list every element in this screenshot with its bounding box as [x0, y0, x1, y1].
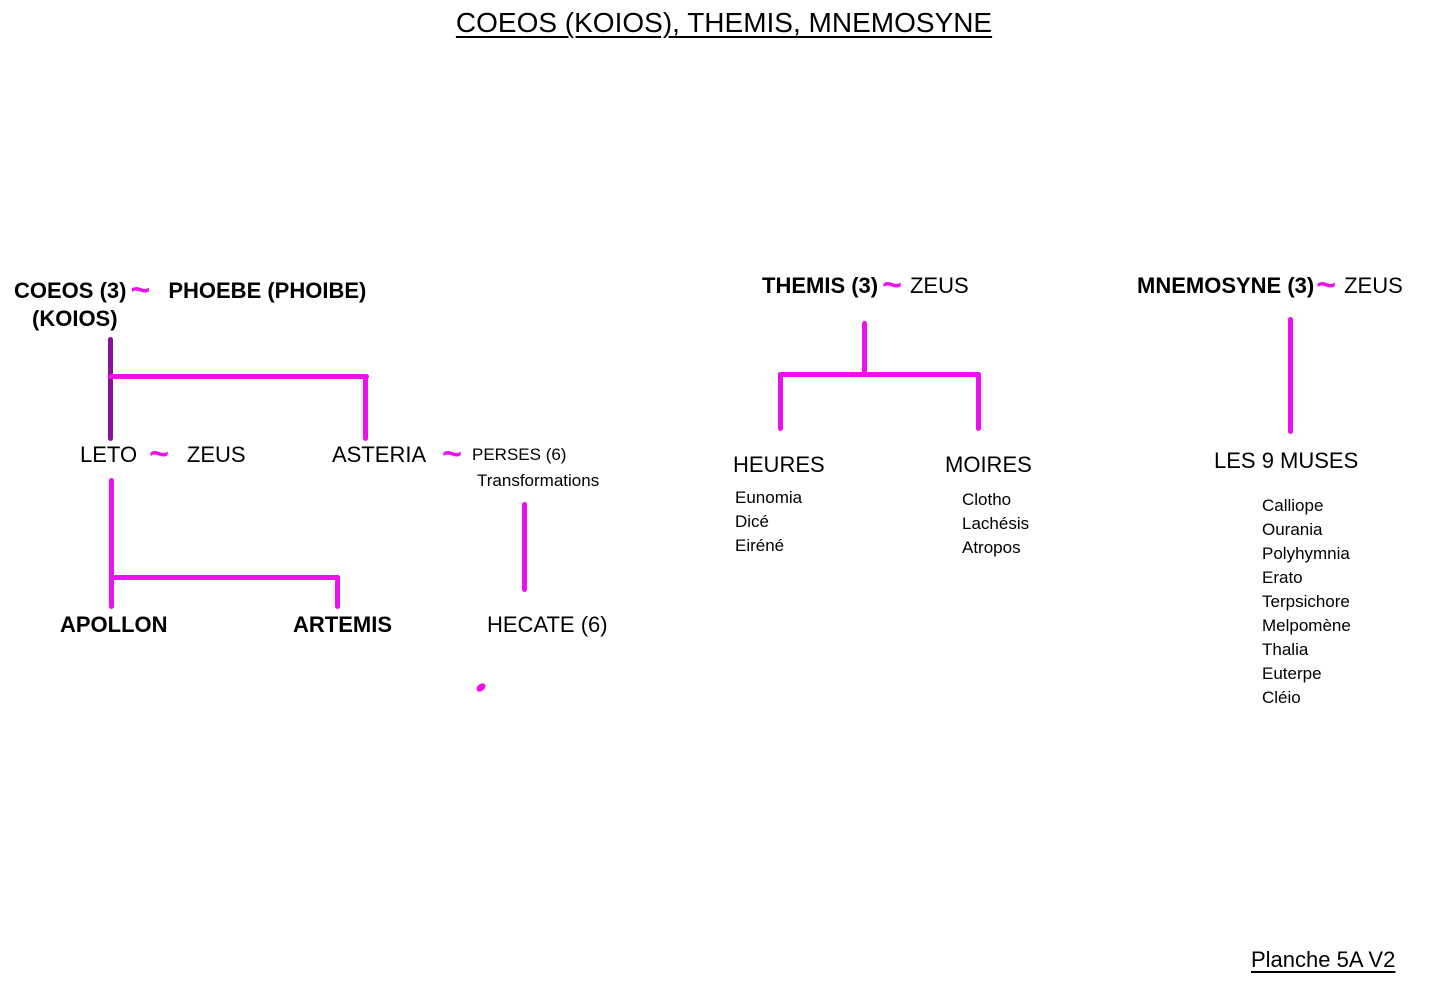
connector-coeos-vertical: [108, 337, 113, 441]
coeos-name: COEOS (3): [14, 278, 127, 303]
heures-list: Eunomia Dicé Eiréné: [735, 486, 802, 558]
muse-name: Cléio: [1262, 688, 1301, 707]
zeus-name: ZEUS: [1344, 273, 1403, 298]
muses-group-title: LES 9 MUSES: [1214, 448, 1359, 473]
moires-member: Atropos: [962, 538, 1021, 557]
connector-asteria-drop: [363, 374, 368, 441]
muse-name: Thalia: [1262, 640, 1309, 659]
heures-member: Eiréné: [735, 536, 785, 555]
mnemosyne-zeus-couple: MNEMOSYNE (3) ~ ZEUS: [1137, 266, 1403, 304]
apollon-name: APOLLON: [60, 612, 168, 637]
stray-mark-dot: [474, 681, 488, 694]
muse-name: Euterpe: [1262, 664, 1322, 683]
muse-name: Ourania: [1262, 520, 1323, 539]
hecate-name: HECATE (6): [487, 612, 608, 637]
muse-name: Melpomène: [1262, 616, 1351, 635]
union-tilde-icon: ~: [130, 271, 151, 309]
plate-label: Planche 5A V2: [1251, 947, 1396, 972]
heures-member: Dicé: [735, 512, 770, 531]
connector-heures-drop: [778, 372, 783, 431]
leto-name: LETO: [80, 442, 138, 467]
union-tilde-icon: ~: [442, 435, 462, 473]
muse-name: Terpsichore: [1262, 592, 1350, 611]
heures-member: Eunomia: [735, 488, 803, 507]
connector-mnemosyne-vertical: [1288, 317, 1293, 434]
connector-artemis-drop: [335, 575, 340, 609]
zeus-name: ZEUS: [909, 273, 969, 298]
muses-list: Calliope Ourania Polyhymnia Erato Terpsi…: [1262, 494, 1351, 710]
page-title: COEOS (KOIOS), THEMIS, MNEMOSYNE: [455, 7, 993, 38]
connector-themis-vertical: [862, 321, 867, 377]
themis-name: THEMIS (3): [762, 273, 879, 298]
asteria-name: ASTERIA: [332, 442, 427, 467]
moires-list: Clotho Lachésis Atropos: [962, 488, 1029, 560]
union-tilde-icon: ~: [1316, 266, 1337, 304]
muse-name: Calliope: [1262, 496, 1324, 515]
union-tilde-icon: ~: [882, 266, 902, 304]
page-title-wrap: COEOS (KOIOS), THEMIS, MNEMOSYNE: [0, 8, 1448, 38]
muse-name: Erato: [1262, 568, 1303, 587]
asteria-perses-couple: ASTERIA ~ PERSES (6): [332, 435, 567, 473]
koios-alt-name: (KOIOS): [32, 306, 118, 331]
themis-zeus-couple: THEMIS (3) ~ ZEUS: [762, 266, 969, 304]
heures-group-title: HEURES: [733, 452, 825, 477]
perses-note: Transformations: [477, 471, 600, 490]
connector-leto-vertical: [109, 478, 114, 609]
connector-coeos-horizontal: [108, 374, 369, 379]
artemis-name: ARTEMIS: [293, 612, 392, 637]
connector-themis-horizontal: [778, 372, 981, 377]
moires-member: Clotho: [962, 490, 1012, 509]
phoebe-name: PHOEBE (PHOIBE): [168, 278, 367, 303]
muse-name: Polyhymnia: [1262, 544, 1350, 563]
perses-name: PERSES (6): [472, 445, 567, 464]
mnemosyne-name: MNEMOSYNE (3): [1137, 273, 1315, 298]
zeus-name: ZEUS: [186, 442, 246, 467]
moires-member: Lachésis: [962, 514, 1030, 533]
moires-group-title: MOIRES: [945, 452, 1032, 477]
union-tilde-icon: ~: [149, 435, 169, 473]
coeos-phoebe-couple: COEOS (3) ~ PHOEBE (PHOIBE): [14, 271, 367, 309]
leto-zeus-couple: LETO ~ ZEUS: [80, 435, 246, 473]
connector-moires-drop: [976, 372, 981, 431]
connector-leto-horizontal: [109, 575, 340, 580]
connector-hecate-vertical: [522, 502, 527, 592]
